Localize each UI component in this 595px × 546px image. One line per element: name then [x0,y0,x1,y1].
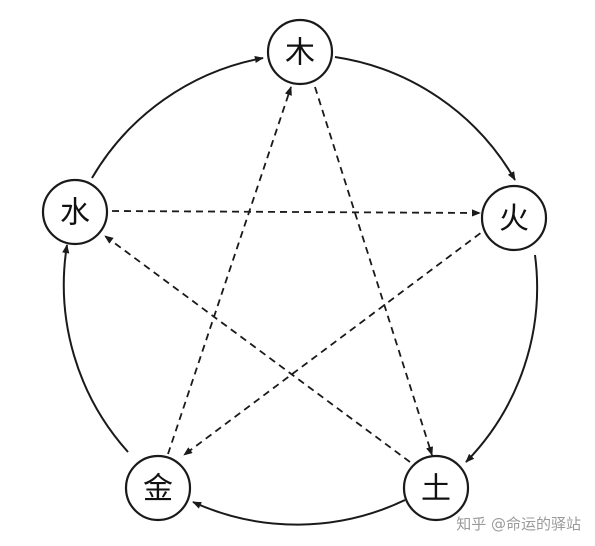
dash-wood-to-earth [314,86,433,456]
dash-water-to-fire [111,209,481,217]
watermark-text: 知乎 @命运的驿站 [456,515,581,533]
node-wood: 木 [266,18,334,86]
node-earth-label: 土 [421,472,451,507]
dash-fire-to-metal [183,225,491,456]
arc-water-to-wood [91,55,264,179]
node-metal: 金 [124,454,192,522]
node-water-label: 水 [60,196,90,231]
node-fire: 火 [480,184,548,252]
node-water: 水 [41,178,109,246]
node-metal-label: 金 [143,472,173,507]
dash-earth-to-water [104,235,411,463]
arc-earth-to-metal [192,499,406,526]
node-earth: 土 [402,454,470,522]
controlling-cycle [104,86,491,463]
arc-metal-to-water [62,244,129,453]
node-wood-label: 木 [285,36,315,71]
dash-metal-to-wood [167,86,292,455]
node-fire-label: 火 [499,202,529,237]
arc-fire-to-earth [465,254,539,463]
generating-cycle [62,55,539,526]
arc-wood-to-fire [334,56,516,181]
